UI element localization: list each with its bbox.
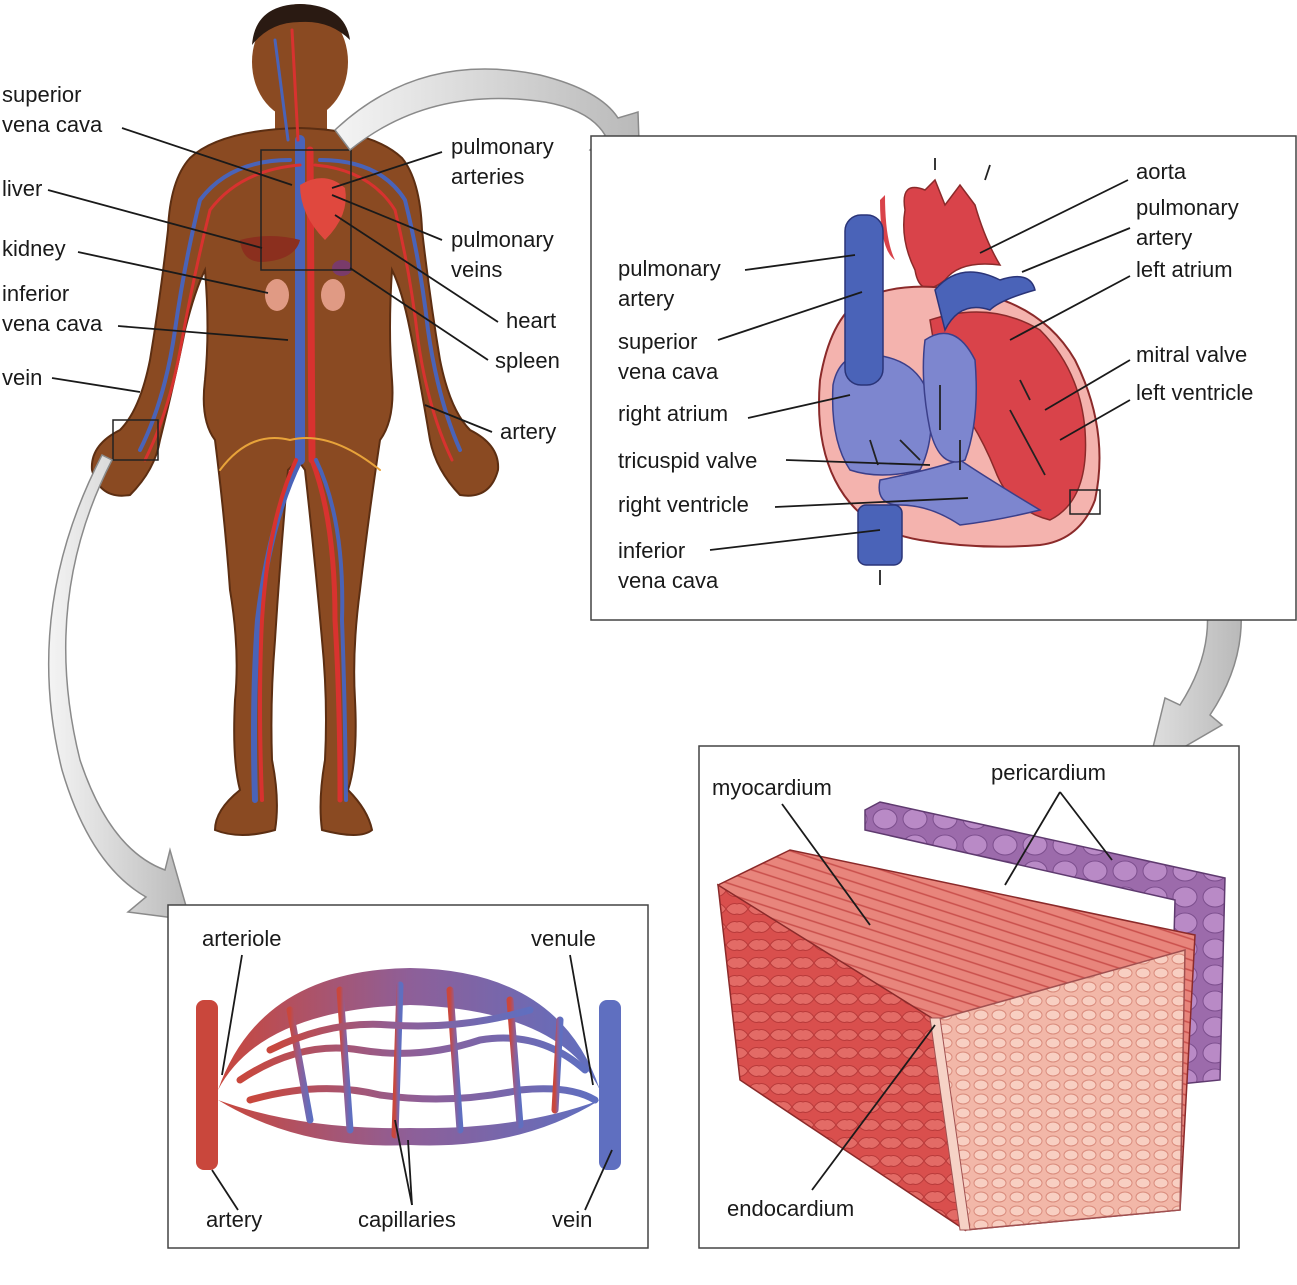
label-capillaries: capillaries: [358, 1207, 456, 1232]
label-mitral-valve: mitral valve: [1136, 342, 1248, 367]
label-myocardium: myocardium: [712, 775, 832, 800]
label-tricuspid-valve: tricuspid valve: [618, 448, 758, 473]
label-pericardium: pericardium: [991, 760, 1106, 785]
label-venule: venule: [531, 926, 596, 951]
arrow-to-capillaries: [47, 453, 192, 921]
label-aorta: aorta: [1136, 159, 1187, 184]
label-spleen: spleen: [495, 348, 560, 373]
label-kidney: kidney: [2, 236, 66, 261]
label-right-ventricle: right ventricle: [618, 492, 749, 517]
hand-inset-box: [112, 419, 159, 461]
label-endocardium: endocardium: [727, 1196, 855, 1221]
label-artery-capillary: artery: [206, 1207, 263, 1232]
leader-lines: [47, 127, 1131, 1211]
label-vein-body: vein: [2, 365, 43, 390]
label-arteriole: arteriole: [202, 926, 282, 951]
wall-inset-box: [1069, 489, 1101, 515]
label-left-ventricle: left ventricle: [1136, 380, 1254, 405]
label-heart: heart: [506, 308, 557, 333]
label-artery-body: artery: [500, 419, 557, 444]
human-body-figure: [90, 4, 500, 836]
heart-illustration: [818, 158, 1101, 585]
heart-wall-illustration: [716, 801, 1226, 1232]
label-vein-capillary: vein: [552, 1207, 593, 1232]
label-left-atrium: left atrium: [1136, 257, 1233, 282]
label-liver: liver: [2, 176, 43, 201]
capillary-bed-illustration: [196, 968, 621, 1170]
label-right-atrium: right atrium: [618, 401, 729, 426]
heart-inset-box: [260, 149, 352, 271]
